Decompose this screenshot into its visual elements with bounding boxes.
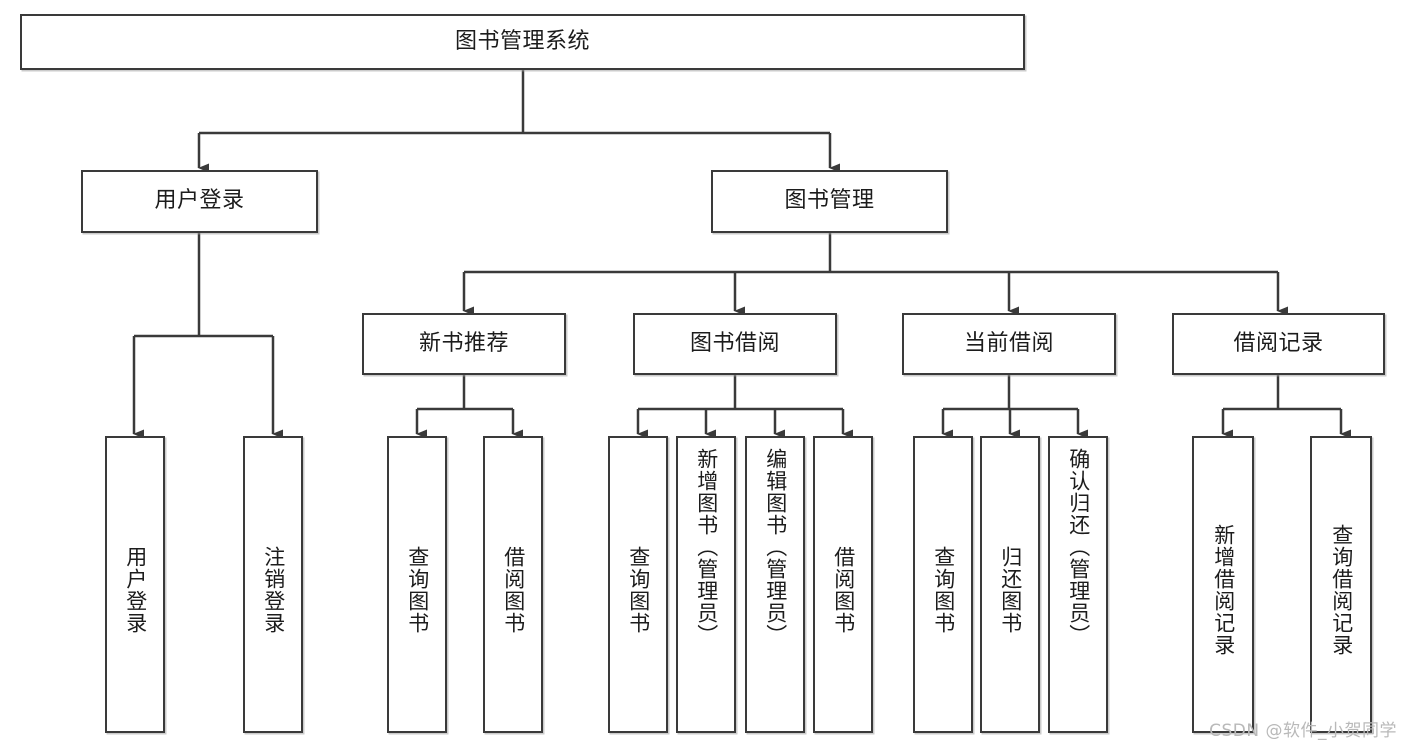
node-leaf-query-book-1[interactable]: 查询图书 <box>387 436 447 733</box>
node-leaf-borrow-book-1[interactable]: 借阅图书 <box>483 436 543 733</box>
leaf-text-wrap: 确认归还（管理员） <box>1050 438 1106 731</box>
node-leaf-borrow-book-1-label: 借阅图书 <box>501 545 526 634</box>
node-user-login-label: 用户登录 <box>154 188 245 214</box>
leaf-text-wrap: 新增图书（管理员） <box>678 438 734 731</box>
leaf-text-wrap: 查询图书 <box>915 438 971 731</box>
leaf-text-wrap: 用户登录 <box>107 438 163 731</box>
node-leaf-confirm-return-label: 确认归还（管理员） <box>1066 448 1091 646</box>
leaf-text-wrap: 查询图书 <box>389 438 445 731</box>
node-leaf-add-book-label: 新增图书（管理员） <box>694 448 719 646</box>
node-leaf-return-book[interactable]: 归还图书 <box>980 436 1040 733</box>
node-leaf-query-book-2[interactable]: 查询图书 <box>608 436 668 733</box>
node-current-borrow[interactable]: 当前借阅 <box>902 313 1116 375</box>
node-book-borrow-label: 图书借阅 <box>689 330 780 356</box>
leaf-text-wrap: 查询借阅记录 <box>1312 438 1370 731</box>
node-leaf-query-book-3[interactable]: 查询图书 <box>913 436 973 733</box>
leaf-text-wrap: 新增借阅记录 <box>1194 438 1252 731</box>
leaf-text-wrap: 查询图书 <box>610 438 666 731</box>
leaf-text-wrap: 编辑图书（管理员） <box>747 438 803 731</box>
node-book-manage[interactable]: 图书管理 <box>711 170 948 233</box>
watermark-label: CSDN @软件_小贺同学 <box>1209 721 1397 741</box>
node-leaf-user-login[interactable]: 用户登录 <box>105 436 165 733</box>
node-book-manage-label: 图书管理 <box>784 188 875 214</box>
node-leaf-user-logout-label: 注销登录 <box>261 545 286 634</box>
leaf-text-wrap: 借阅图书 <box>815 438 871 731</box>
node-leaf-add-record-label: 新增借阅记录 <box>1211 523 1236 656</box>
node-leaf-query-record-label: 查询借阅记录 <box>1329 523 1354 656</box>
node-leaf-return-book-label: 归还图书 <box>998 545 1023 634</box>
node-leaf-query-book-1-label: 查询图书 <box>405 545 430 634</box>
node-leaf-add-book[interactable]: 新增图书（管理员） <box>676 436 736 733</box>
node-leaf-borrow-book-2[interactable]: 借阅图书 <box>813 436 873 733</box>
node-user-login[interactable]: 用户登录 <box>81 170 318 233</box>
node-leaf-query-book-2-label: 查询图书 <box>626 545 651 634</box>
leaf-text-wrap: 归还图书 <box>982 438 1038 731</box>
node-leaf-edit-book-label: 编辑图书（管理员） <box>763 448 788 646</box>
node-root[interactable]: 图书管理系统 <box>20 14 1025 70</box>
node-leaf-borrow-book-2-label: 借阅图书 <box>831 545 856 634</box>
node-leaf-edit-book[interactable]: 编辑图书（管理员） <box>745 436 805 733</box>
node-leaf-confirm-return[interactable]: 确认归还（管理员） <box>1048 436 1108 733</box>
node-leaf-query-book-3-label: 查询图书 <box>931 545 956 634</box>
node-leaf-add-record[interactable]: 新增借阅记录 <box>1192 436 1254 733</box>
node-root-label: 图书管理系统 <box>454 28 590 54</box>
node-leaf-user-logout[interactable]: 注销登录 <box>243 436 303 733</box>
leaf-text-wrap: 借阅图书 <box>485 438 541 731</box>
node-new-book-recommend-label: 新书推荐 <box>418 330 509 356</box>
node-borrow-record[interactable]: 借阅记录 <box>1172 313 1385 375</box>
node-current-borrow-label: 当前借阅 <box>963 330 1054 356</box>
node-book-borrow[interactable]: 图书借阅 <box>633 313 837 375</box>
node-new-book-recommend[interactable]: 新书推荐 <box>362 313 566 375</box>
node-leaf-user-login-label: 用户登录 <box>123 545 148 634</box>
leaf-text-wrap: 注销登录 <box>245 438 301 731</box>
node-leaf-query-record[interactable]: 查询借阅记录 <box>1310 436 1372 733</box>
connector-lines <box>132 70 1351 439</box>
node-borrow-record-label: 借阅记录 <box>1233 330 1324 356</box>
